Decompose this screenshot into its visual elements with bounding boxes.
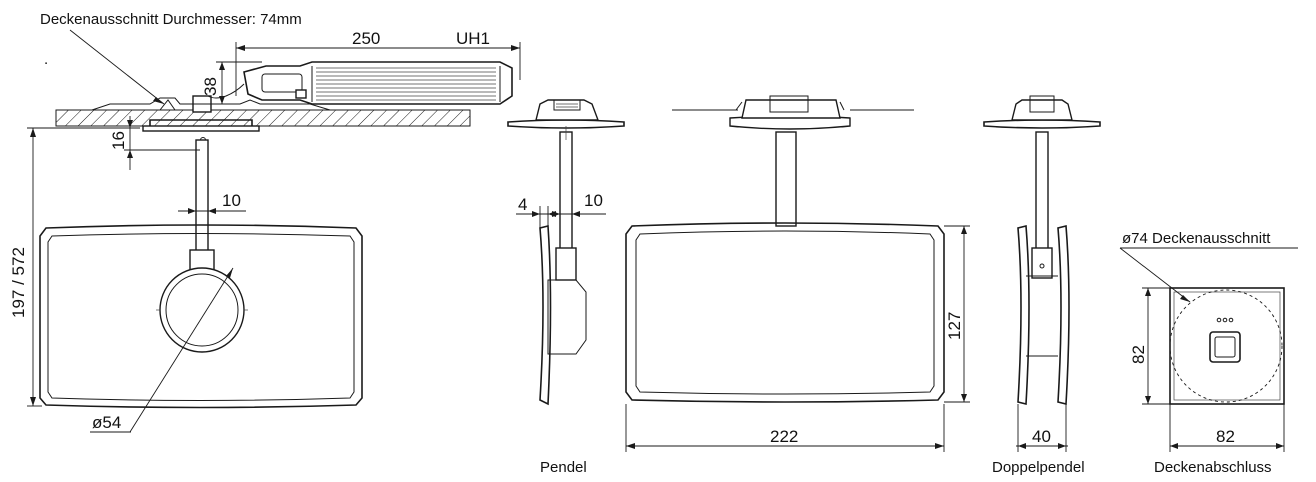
dim-height-197-572: 197 / 572: [9, 247, 28, 318]
pendant-stem: [195, 139, 209, 253]
dim-222: 222: [770, 427, 798, 446]
dim-82-horizontal: 82: [1216, 427, 1235, 446]
cutout-circle: [1169, 289, 1283, 403]
dim-38: 38: [201, 77, 220, 96]
dim-stem-10-pendel: 10: [584, 191, 603, 210]
dim-diameter-54: ø54: [92, 413, 121, 432]
pendel-view: 4 10 Pendel: [507, 99, 625, 476]
mirror-front: [625, 222, 945, 403]
doppelpendel-view: 40 Doppelpendel: [983, 95, 1101, 476]
dim-40: 40: [1032, 427, 1051, 446]
deckenabschluss-view: ø74 Deckenausschnitt 82 82 Deckenabschlu…: [1119, 230, 1298, 476]
ceiling-canopy: [142, 125, 260, 132]
label-ceiling-cutout: Deckenausschnitt Durchmesser: 74mm: [40, 11, 302, 28]
dim-4: 4: [518, 195, 527, 214]
lens-outer: [159, 267, 245, 353]
dim-stem-10: 10: [222, 191, 241, 210]
mirror-body: [39, 224, 363, 409]
label-cutout-74: ø74 Deckenausschnitt: [1122, 230, 1271, 247]
label-pendel: Pendel: [540, 459, 587, 476]
dim-uh1: UH1: [456, 29, 490, 48]
dim-82-vertical: 82: [1129, 345, 1148, 364]
label-doppelpendel: Doppelpendel: [992, 459, 1085, 476]
label-deckenabschluss: Deckenabschluss: [1154, 459, 1272, 476]
svg-text:.: .: [44, 51, 48, 68]
dim-16: 16: [109, 131, 128, 150]
left-side-view: ø54 10 197 / 572 16: [9, 11, 521, 433]
ceiling-slab: [55, 109, 471, 127]
front-view: 127 222: [625, 95, 970, 452]
dim-127: 127: [945, 312, 964, 340]
dim-length-250: 250: [352, 29, 380, 48]
ceiling-cover-plate: [1169, 287, 1285, 405]
transformer-unit: [207, 61, 513, 105]
